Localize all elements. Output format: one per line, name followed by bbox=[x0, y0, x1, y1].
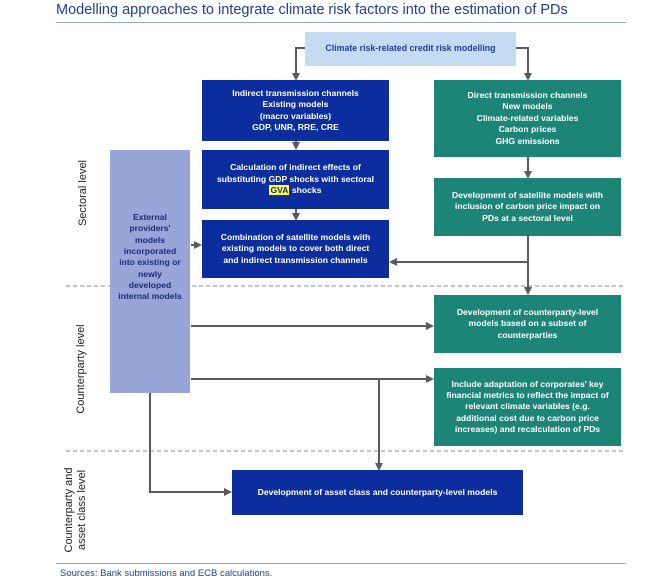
combination-line-2: existing models to cover both direct bbox=[221, 243, 370, 254]
satellite-line-3: PDs at a sectoral level bbox=[482, 212, 573, 223]
counterparty-line-1: Development of counterparty-level bbox=[456, 306, 599, 317]
arrow-top-to-direct bbox=[516, 47, 532, 81]
label-asset-class-line2: asset class level bbox=[75, 469, 88, 551]
satellite-line-2: inclusion of carbon price impact on bbox=[454, 201, 601, 212]
gva-highlight: GVA bbox=[269, 185, 290, 196]
indirect-line-3: (macro variables) bbox=[259, 110, 332, 121]
direct-line-3: Climate-related variables bbox=[476, 112, 579, 123]
external-line-2: providers' bbox=[129, 223, 171, 234]
calc-line-2: substituting GDP shocks with sectoral bbox=[217, 173, 374, 184]
direct-line-2: New models bbox=[502, 101, 553, 112]
adaptation-line-3: relevant climate variables (e.g. bbox=[465, 401, 590, 412]
combination-line-1: Combination of satellite models with bbox=[220, 231, 371, 242]
adaptation-line-1: Include adaptation of corporates' key bbox=[451, 378, 604, 389]
adaptation-line-5: increases) and recalculation of PDs bbox=[454, 424, 601, 435]
satellite-line-1: Development of satellite models with bbox=[452, 189, 603, 200]
box-indirect-channels: Indirect transmission channels Existing … bbox=[202, 80, 389, 141]
indirect-line-1: Indirect transmission channels bbox=[232, 87, 359, 98]
label-sectoral-level: Sectoral level bbox=[77, 159, 89, 227]
arrow-top-to-indirect bbox=[292, 47, 305, 81]
label-counterparty-level: Counterparty level bbox=[75, 324, 87, 414]
counterparty-line-2: models based on a subset of bbox=[468, 318, 587, 329]
calc-line-3-tail: shocks bbox=[289, 185, 322, 196]
arrow-external-to-asset-class bbox=[149, 393, 232, 496]
direct-line-4: Carbon prices bbox=[498, 124, 557, 135]
box-climate-risk-modelling-label: Climate risk-related credit risk modelli… bbox=[325, 43, 496, 54]
counterparty-line-3: counterparties bbox=[497, 329, 558, 340]
label-asset-class-line1: Counterparty and bbox=[63, 467, 75, 553]
box-external-providers: External providers' models incorporated … bbox=[110, 150, 190, 393]
source-rule bbox=[56, 563, 626, 564]
box-combination-models: Combination of satellite models with exi… bbox=[202, 220, 389, 278]
label-asset-class-level: Counterparty and asset class level bbox=[63, 460, 91, 560]
box-climate-risk-modelling: Climate risk-related credit risk modelli… bbox=[305, 32, 516, 66]
calc-line-3: GVA shocks bbox=[217, 185, 374, 196]
box-financial-metrics-adaptation: Include adaptation of corporates' key fi… bbox=[434, 368, 621, 446]
external-line-1: External bbox=[133, 212, 167, 222]
title-rule bbox=[56, 22, 626, 23]
external-line-5: into existing or bbox=[119, 257, 181, 268]
calc-line-1: Calculation of indirect effects of bbox=[230, 162, 361, 173]
indirect-line-4: GDP, UNR, RRE, CRE bbox=[252, 121, 339, 132]
box-asset-class-models: Development of asset class and counterpa… bbox=[232, 470, 523, 515]
direct-line-1: Direct transmission channels bbox=[467, 90, 588, 101]
external-line-4: incorporated bbox=[123, 246, 177, 257]
direct-line-5: GHG emissions bbox=[495, 135, 560, 146]
box-satellite-models: Development of satellite models with inc… bbox=[434, 178, 621, 236]
indirect-line-2: Existing models bbox=[262, 99, 329, 110]
box-counterparty-models: Development of counterparty-level models… bbox=[434, 295, 621, 353]
adaptation-line-2: financial metrics to reflect the impact … bbox=[446, 389, 609, 400]
box-calculation-indirect-effects: Calculation of indirect effects of subst… bbox=[202, 150, 389, 209]
asset-class-label: Development of asset class and counterpa… bbox=[257, 486, 498, 497]
adaptation-line-4: additional cost due to carbon price bbox=[456, 412, 599, 423]
external-line-8: internal models bbox=[118, 291, 182, 302]
external-line-3: models bbox=[134, 234, 166, 245]
box-direct-channels: Direct transmission channels New models … bbox=[434, 80, 621, 157]
external-line-6: newly bbox=[138, 268, 162, 279]
page-title: Modelling approaches to integrate climat… bbox=[56, 2, 568, 18]
combination-line-3: and indirect transmission channels bbox=[223, 254, 368, 265]
source-note: Sources: Bank submissions and ECB calcul… bbox=[60, 568, 273, 579]
external-line-7: developed bbox=[128, 280, 172, 291]
